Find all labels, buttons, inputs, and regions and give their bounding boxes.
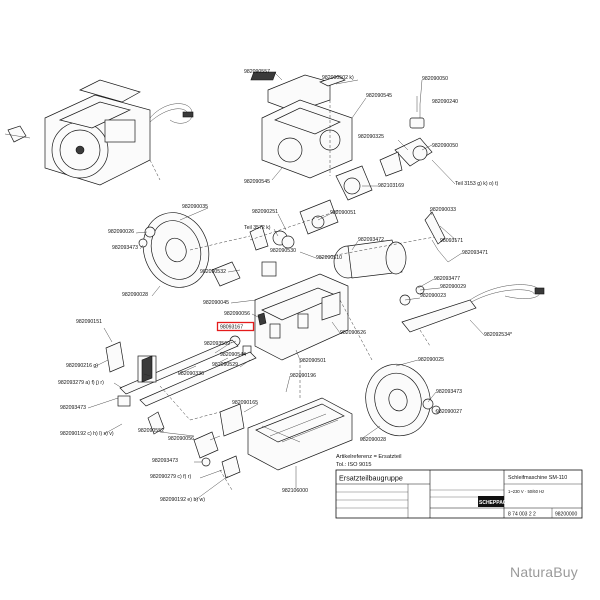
title-block-heading: Ersatzteilbaugruppe	[339, 474, 403, 483]
reference-note-line2: Tol.: ISO 9015	[336, 462, 371, 468]
housing-cover	[250, 71, 353, 179]
handle-and-power-cable	[401, 211, 545, 333]
title-block: Ersatzteilbaugruppe Schleifmaschine SM-1…	[335, 469, 583, 519]
part-label[interactable]: 982090216 g)	[66, 363, 98, 369]
part-label[interactable]: 982090196	[290, 373, 316, 379]
motor-gear-assembly	[249, 165, 373, 251]
part-label[interactable]: 982090050	[432, 143, 458, 149]
tool-holder-rail	[105, 339, 257, 479]
part-number-labels: 982090557 982090502 k) 982090050 9820905…	[58, 69, 512, 503]
electric-motor	[319, 235, 441, 306]
part-label[interactable]: 982090035	[182, 204, 208, 210]
part-label[interactable]: 982090510	[316, 255, 342, 261]
part-label[interactable]: 982090051	[330, 210, 356, 216]
part-label[interactable]: 982090029	[440, 284, 466, 290]
clamp-mechanism	[379, 96, 433, 177]
part-label[interactable]: 98093171	[440, 238, 463, 244]
part-label[interactable]: 982090028	[122, 292, 148, 298]
part-label[interactable]: 982090532	[200, 269, 226, 275]
part-label[interactable]: 982106000	[282, 488, 308, 494]
highlighted-part-label[interactable]: 98093167	[220, 325, 243, 331]
part-label[interactable]: 982090050	[422, 76, 448, 82]
title-block-brand: SCHEPPACH	[479, 500, 510, 506]
part-label[interactable]: 982103169	[378, 183, 404, 189]
part-label[interactable]: 982093473	[152, 458, 178, 464]
part-label[interactable]: 982090529	[212, 362, 238, 368]
part-label[interactable]: 982090545	[244, 179, 270, 185]
part-label[interactable]: 982093471	[462, 250, 488, 256]
title-block-spec: 1~230 V · 50/60 Hz	[508, 489, 544, 494]
highlighted-part-box	[216, 321, 255, 332]
left-grinding-wheel	[138, 212, 210, 288]
part-label[interactable]: 982090027	[436, 409, 462, 415]
part-label[interactable]: 982090251	[252, 209, 278, 215]
part-label[interactable]: 982093279 a) f) j) r)	[58, 380, 104, 386]
label-leader-lines	[87, 71, 485, 502]
part-label[interactable]: 982090025	[418, 357, 444, 363]
watermark-text: NaturaBuy	[510, 564, 578, 580]
part-label[interactable]: 982092534*	[484, 332, 512, 338]
part-label[interactable]: Teil 3153 g) k) o) t)	[455, 181, 499, 187]
part-label[interactable]: 982090530	[270, 248, 296, 254]
assembly-guide-lines	[149, 100, 431, 491]
part-label[interactable]: 982090151	[76, 319, 102, 325]
part-label[interactable]: 982090557	[244, 69, 270, 75]
reference-note-line1: Artikelreferenz = Ersatzteil	[336, 454, 401, 460]
title-block-drawing-number: 8 74 003 2 2	[508, 512, 536, 518]
part-label[interactable]: 982090028	[360, 437, 386, 443]
part-label[interactable]: 982090240	[432, 99, 458, 105]
part-label[interactable]: 982093473	[60, 405, 86, 411]
title-block-machine: Schleifmaschine SM-110	[508, 475, 567, 481]
base-tray	[247, 397, 353, 471]
part-label[interactable]: 982090279 c) f) r)	[150, 474, 192, 480]
part-label[interactable]: 982090336	[178, 371, 204, 377]
part-label[interactable]: 982090192 c) h) l) s) v)	[60, 431, 114, 437]
part-label[interactable]: 982090192 e) h) w)	[160, 497, 205, 503]
part-label[interactable]: 982093473	[112, 245, 138, 251]
part-label[interactable]: 982090026	[108, 229, 134, 235]
right-grinding-wheel	[365, 363, 441, 437]
part-label[interactable]: 982093473	[436, 389, 462, 395]
assembled-machine-illustration	[4, 79, 194, 186]
part-label[interactable]: 982093569	[204, 341, 230, 347]
part-label[interactable]: 982090552	[138, 428, 164, 434]
part-label[interactable]: 982090325	[358, 134, 384, 140]
part-label[interactable]: 982090033	[430, 207, 456, 213]
part-label[interactable]: 982090545	[366, 93, 392, 99]
title-block-sheet-number: 98200000	[555, 512, 577, 518]
part-label[interactable]: 982090023	[420, 293, 446, 299]
part-label[interactable]: 982093472	[358, 237, 384, 243]
part-label[interactable]: 982090056	[224, 311, 250, 317]
part-label[interactable]: 982090526	[340, 330, 366, 336]
part-label[interactable]: Teil 3572 k)	[244, 225, 271, 231]
part-label[interactable]: 982090056	[168, 436, 194, 442]
part-label[interactable]: 982090544	[220, 352, 246, 358]
machine-chassis	[211, 261, 349, 361]
part-label[interactable]: 982090502 k)	[322, 75, 354, 81]
part-label[interactable]: 982090045	[203, 300, 229, 306]
part-label[interactable]: 982090165	[232, 400, 258, 406]
part-label[interactable]: 982093477	[434, 276, 460, 282]
part-label[interactable]: 982090501	[300, 358, 326, 364]
